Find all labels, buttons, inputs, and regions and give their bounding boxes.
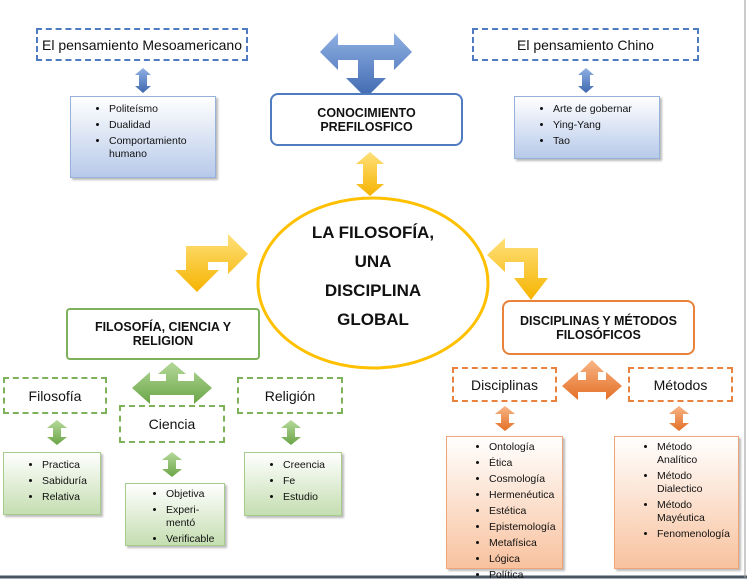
list-religion: Creencia Fe Estudio [244, 452, 342, 516]
orange-t-arrow-icon [562, 360, 622, 400]
center-line: LA FILOSOFÍA, [311, 223, 435, 242]
node-ciencia: Ciencia [119, 405, 225, 443]
list-mesoamericano: Politeísmo Dualidad Comportamiento human… [70, 96, 216, 178]
list-item: Lógica [489, 553, 562, 566]
blue-t-arrow-icon [320, 33, 412, 98]
list-disciplinas: Ontología Ética Cosmología Hermenéutica … [446, 436, 563, 579]
list-item: Experi-mentó [166, 504, 206, 530]
list-item: Hermenéutica [489, 489, 562, 502]
list-item: Cosmología [489, 473, 562, 486]
center-ellipse [256, 196, 490, 370]
orange-updown-arrow-icon [495, 406, 515, 431]
node-conocimiento-prefilosofico: CONOCIMIENTO PREFILOSFICO [270, 93, 463, 146]
list-item: Ética [489, 457, 562, 470]
yellow-updown-arrow-icon [356, 152, 384, 196]
center-line: UNA [354, 252, 392, 271]
green-updown-arrow-icon [47, 420, 67, 445]
list-item: Verificable [166, 533, 224, 546]
list-chino: Arte de gobernar Ying-Yang Tao [514, 96, 660, 159]
list-item: Politeísmo [109, 103, 215, 116]
list-item: Fe [283, 475, 341, 488]
list-item: Dualidad [109, 119, 215, 132]
list-item: Comportamiento humano [109, 135, 215, 161]
central-topic: LA FILOSOFÍA, UNA DISCIPLINA GLOBAL [273, 218, 473, 334]
blue-updown-arrow-icon [578, 68, 594, 93]
node-pensamiento-chino: El pensamiento Chino [472, 28, 699, 61]
node-religion: Religión [237, 377, 343, 414]
list-item: Estética [489, 505, 562, 518]
list-item: Estudio [283, 491, 341, 504]
list-item: Objetiva [166, 488, 224, 501]
node-disciplinas: Disciplinas [452, 367, 557, 402]
green-t-arrow-icon [132, 362, 212, 404]
list-item: Creencia [283, 459, 341, 472]
node-pensamiento-mesoamericano: El pensamiento Mesoamericano [36, 28, 248, 61]
list-ciencia: Objetiva Experi-mentó Verificable [125, 483, 225, 546]
list-item: Método Mayéutica [657, 499, 717, 525]
list-item: Política [489, 569, 562, 579]
yellow-bent-arrow-icon [487, 238, 548, 300]
green-updown-arrow-icon [162, 452, 182, 477]
node-filosofia: Filosofía [3, 377, 107, 414]
node-metodos: Métodos [628, 367, 733, 402]
list-item: Relativa [42, 491, 100, 504]
center-line: GLOBAL [337, 310, 409, 329]
list-item: Tao [553, 135, 659, 148]
blue-updown-arrow-icon [135, 68, 151, 93]
yellow-bent-arrow-icon [175, 234, 248, 292]
list-item: Metafísica [489, 537, 562, 550]
center-line: DISCIPLINA [324, 281, 422, 300]
list-item: Ying-Yang [553, 119, 659, 132]
list-item: Arte de gobernar [553, 103, 659, 116]
list-item: Epistemología [489, 521, 562, 534]
list-item: Ontología [489, 441, 562, 454]
list-filosofia: Practica Sabiduría Relativa [3, 452, 101, 515]
green-updown-arrow-icon [281, 420, 301, 445]
list-item: Método Analítico [657, 441, 717, 467]
list-metodos: Método Analítico Método Dialectico Métod… [614, 436, 739, 569]
node-filosofia-ciencia-religion: FILOSOFÍA, CIENCIA Y RELIGION [66, 308, 260, 360]
orange-updown-arrow-icon [669, 406, 689, 431]
list-item: Método Dialectico [657, 470, 717, 496]
list-item: Practica [42, 459, 100, 472]
list-item: Fenomenología [657, 528, 738, 541]
list-item: Sabiduría [42, 475, 100, 488]
node-disciplinas-metodos: DISCIPLINAS Y MÉTODOS FILOSÓFICOS [502, 300, 695, 355]
